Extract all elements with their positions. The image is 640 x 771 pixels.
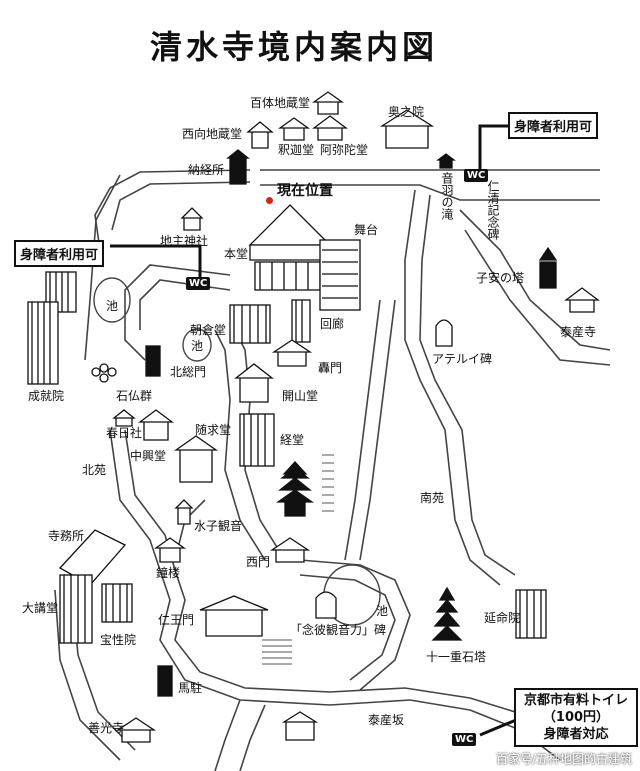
label-koyasu-pagoda: 子安の塔 (476, 271, 525, 285)
label-jishu-shrine: 地主神社 (160, 234, 209, 248)
paid-toilet-line3: 身障者対応 (543, 727, 609, 742)
label-stone-buddhas: 石仏群 (116, 389, 153, 403)
callout-lines (110, 124, 580, 737)
label-taisanji: 泰産寺 (560, 325, 597, 339)
label-taisanzaka: 泰産坂 (368, 713, 405, 727)
label-kasuga-shrine: 春日社 (106, 426, 143, 440)
label-chukodo: 中興堂 (130, 449, 167, 463)
label-okunoin: 奥之院 (388, 105, 425, 119)
ponds (93, 277, 381, 626)
accessible-callout-east: 身障者利用可 (508, 112, 599, 139)
label-minamien: 南苑 (420, 491, 445, 505)
watermark: 百家号/五种地图的古建筑 (495, 752, 632, 766)
label-pond-south: 池 (376, 604, 389, 618)
label-hoshoin: 宝性院 (100, 633, 137, 647)
label-niomon: 仁王門 (158, 613, 195, 627)
label-pond-center: 池 (191, 339, 204, 353)
label-pond-west: 池 (106, 299, 119, 313)
label-umadome: 馬駐 (178, 681, 203, 695)
accessible-callout-west: 身障者利用可 (14, 240, 105, 267)
label-hondo: 本堂 (224, 247, 249, 261)
label-nokyosho: 納経所 (188, 163, 225, 177)
label-zenkoji: 善光寺 (88, 721, 125, 735)
label-nishimuki-jizo: 西向地蔵堂 (182, 127, 243, 141)
label-jimusho: 寺務所 (48, 529, 85, 543)
label-kaisando: 開山堂 (282, 389, 319, 403)
buildings (27, 91, 600, 743)
label-mizuko-kannon: 水子観音 (194, 519, 243, 533)
current-location-marker (266, 197, 273, 204)
label-nenpi-monument: 「念彼観音力」碑 (290, 623, 387, 637)
label-juichi-pagoda: 十一重石塔 (426, 650, 487, 664)
paid-toilet-notice: 京都市有料トイレ （100円） 身障者対応 (514, 688, 638, 747)
label-kitaen: 北苑 (82, 463, 107, 477)
label-nishimon: 西門 (246, 555, 271, 569)
label-kairo: 回廊 (320, 317, 345, 331)
current-location-label: 現在位置 (277, 183, 333, 199)
label-zuigudo: 随求堂 (195, 423, 232, 437)
label-butai: 舞台 (354, 223, 379, 237)
wc-east-badge: WC (464, 169, 489, 182)
label-aterui-monument: アテルイ碑 (432, 352, 493, 366)
label-kitasomon: 北総門 (170, 365, 207, 379)
paid-toilet-line2: （100円） (542, 710, 610, 725)
label-chokurado: 朝倉堂 (190, 323, 227, 337)
label-ninsei-monument: 仁清記念碑 (486, 180, 500, 240)
label-jojuin: 成就院 (28, 389, 65, 403)
label-shakado: 釈迦堂 (278, 143, 315, 157)
paid-toilet-line1: 京都市有料トイレ (523, 693, 628, 708)
label-hyakutai-jizo: 百体地蔵堂 (250, 96, 311, 110)
label-amidado: 阿弥陀堂 (320, 143, 369, 157)
label-kyodo: 経堂 (280, 433, 305, 447)
label-enmeiin: 延命院 (484, 611, 521, 625)
label-todorokimon: 轟門 (318, 361, 343, 375)
label-shoro: 鐘楼 (156, 566, 181, 580)
wc-west-badge: WC (186, 277, 211, 290)
wc-south-badge: WC (452, 733, 477, 746)
stairs (262, 454, 334, 665)
label-daikodo: 大講堂 (22, 601, 59, 615)
label-otowa-falls: 音羽の滝 (440, 172, 454, 220)
map-title: 清水寺境内案内図 (150, 28, 439, 66)
